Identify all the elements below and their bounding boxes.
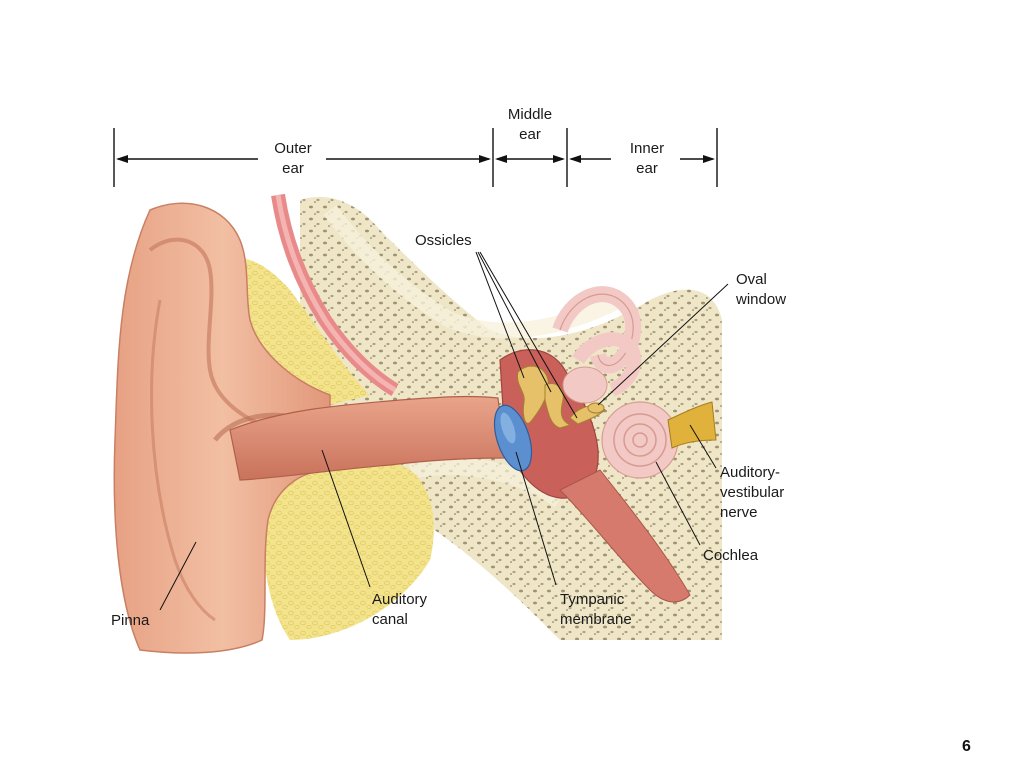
antihelix-fold [150, 299, 216, 622]
auditory-vestibular-nerve-shape [667, 401, 717, 449]
helix-fold [148, 237, 276, 432]
oval-window-shape [587, 402, 605, 414]
ossicles-label: Ossicles [415, 232, 472, 249]
page-number: 6 [962, 738, 971, 755]
blood-vessel-highlight [275, 194, 397, 393]
cochlea-label: Cochlea [703, 547, 759, 564]
eustachian-tube [559, 469, 691, 603]
region-arrowheads [116, 155, 715, 163]
cartilage-lower [261, 459, 434, 640]
leader-lines [159, 251, 729, 611]
ossicles-shape [516, 365, 606, 429]
pinna-label: Pinna [111, 612, 150, 629]
region-bracket [113, 128, 718, 187]
